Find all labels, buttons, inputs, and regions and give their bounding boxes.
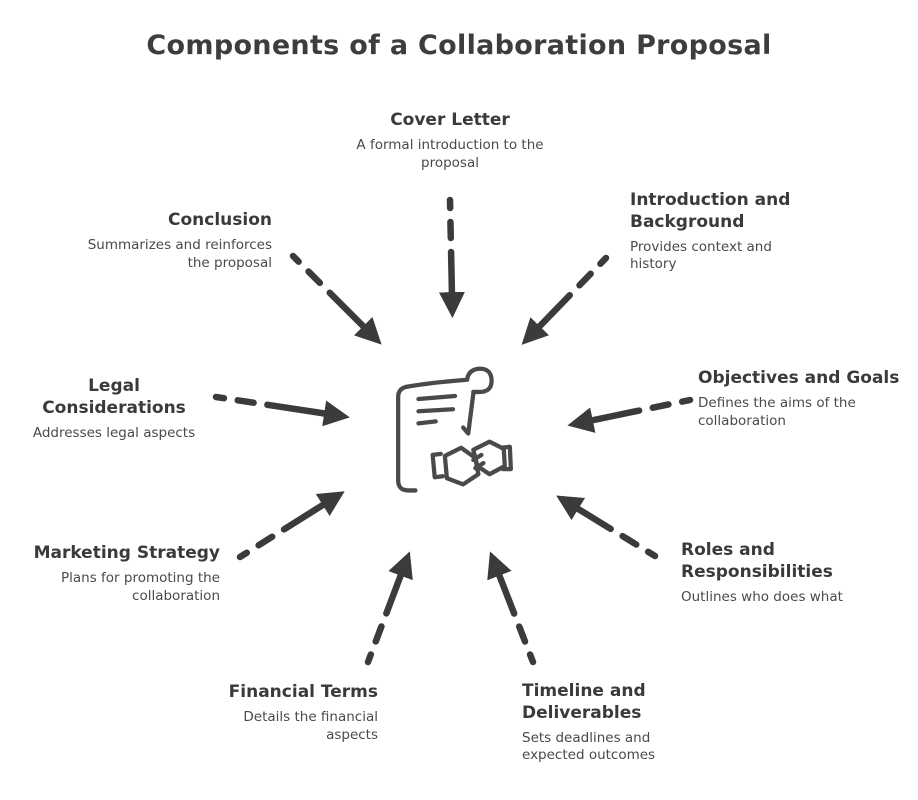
component-cover-letter: Cover Letter A formal introduction to th… <box>330 110 570 172</box>
component-conclusion: Conclusion Summarizes and reinforces the… <box>60 210 272 272</box>
component-legal-considerations: Legal Considerations Addresses legal asp… <box>24 376 204 442</box>
component-description: Details the financial aspects <box>243 708 378 743</box>
arrow-from-objectives-goals <box>567 396 694 433</box>
component-objectives-goals: Objectives and Goals Defines the aims of… <box>698 368 903 430</box>
component-description: Sets deadlines and expected outcomes <box>522 729 656 764</box>
component-financial-terms: Financial Terms Details the financial as… <box>200 682 378 744</box>
arrow-from-financial-terms <box>364 551 413 666</box>
component-label: Financial Terms <box>228 682 378 702</box>
component-marketing-strategy: Marketing Strategy Plans for promoting t… <box>20 543 220 605</box>
arrow-from-marketing-strategy <box>236 491 345 561</box>
component-description: Plans for promoting the collaboration <box>60 569 220 604</box>
component-introduction-background: Introduction and Background Provides con… <box>630 190 830 274</box>
component-label: Objectives and Goals <box>698 368 900 388</box>
component-description: Defines the aims of the collaboration <box>698 394 856 429</box>
component-label: Introduction and Background <box>630 190 791 232</box>
arrow-from-conclusion <box>289 252 382 345</box>
component-description: Summarizes and reinforces the proposal <box>87 236 272 271</box>
component-description: Addresses legal aspects <box>32 424 196 441</box>
component-description: Outlines who does what <box>681 588 843 605</box>
component-roles-responsibilities: Roles and Responsibilities Outlines who … <box>681 540 896 606</box>
component-timeline-deliverables: Timeline and Deliverables Sets deadlines… <box>522 681 702 765</box>
diagram-title: Components of a Collaboration Proposal <box>146 30 772 61</box>
component-label: Marketing Strategy <box>33 543 220 563</box>
arrow-from-cover-letter <box>438 196 465 319</box>
component-label: Timeline and Deliverables <box>522 681 646 723</box>
component-description: A formal introduction to the proposal <box>356 136 544 171</box>
arrow-from-timeline-deliverables <box>487 551 537 666</box>
arrow-from-roles-responsibilities <box>556 495 659 560</box>
proposal-document-handshake-icon <box>388 360 520 498</box>
arrow-from-legal-considerations <box>212 393 350 427</box>
component-label: Legal Considerations <box>42 376 186 418</box>
component-label: Cover Letter <box>390 110 510 130</box>
component-label: Roles and Responsibilities <box>681 540 833 582</box>
component-description: Provides context and history <box>630 238 772 273</box>
component-label: Conclusion <box>168 210 272 230</box>
arrow-from-introduction-background <box>521 254 610 345</box>
